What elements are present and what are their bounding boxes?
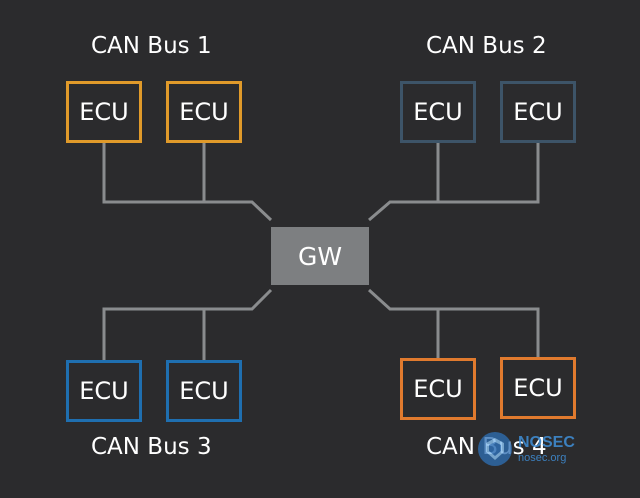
- bus-label-2: CAN Bus 2: [426, 33, 547, 59]
- watermark-site: nosec.org: [518, 451, 567, 464]
- ecu-bus4-b: ECU: [500, 357, 576, 419]
- ecu-bus1-a: ECU: [66, 81, 142, 143]
- watermark-brand: NOSEC: [518, 433, 575, 451]
- nosec-shield-logo-icon: [478, 432, 512, 466]
- bus3-wire: [102, 288, 273, 361]
- ecu-bus3-a: ECU: [66, 360, 142, 422]
- bus-label-1: CAN Bus 1: [91, 33, 212, 59]
- ecu-bus3-b: ECU: [166, 360, 242, 422]
- ecu-bus2-a: ECU: [400, 81, 476, 143]
- bus4-wire: [367, 288, 540, 359]
- bus2-wire: [368, 142, 540, 222]
- ecu-bus2-b: ECU: [500, 81, 576, 143]
- nosec-watermark: NOSEC nosec.org: [476, 430, 575, 468]
- gateway-node: GW: [271, 227, 369, 285]
- ecu-bus1-b: ECU: [166, 81, 242, 143]
- ecu-bus4-a: ECU: [400, 358, 476, 420]
- bus-label-3: CAN Bus 3: [91, 434, 212, 460]
- bus1-wire: [102, 142, 273, 222]
